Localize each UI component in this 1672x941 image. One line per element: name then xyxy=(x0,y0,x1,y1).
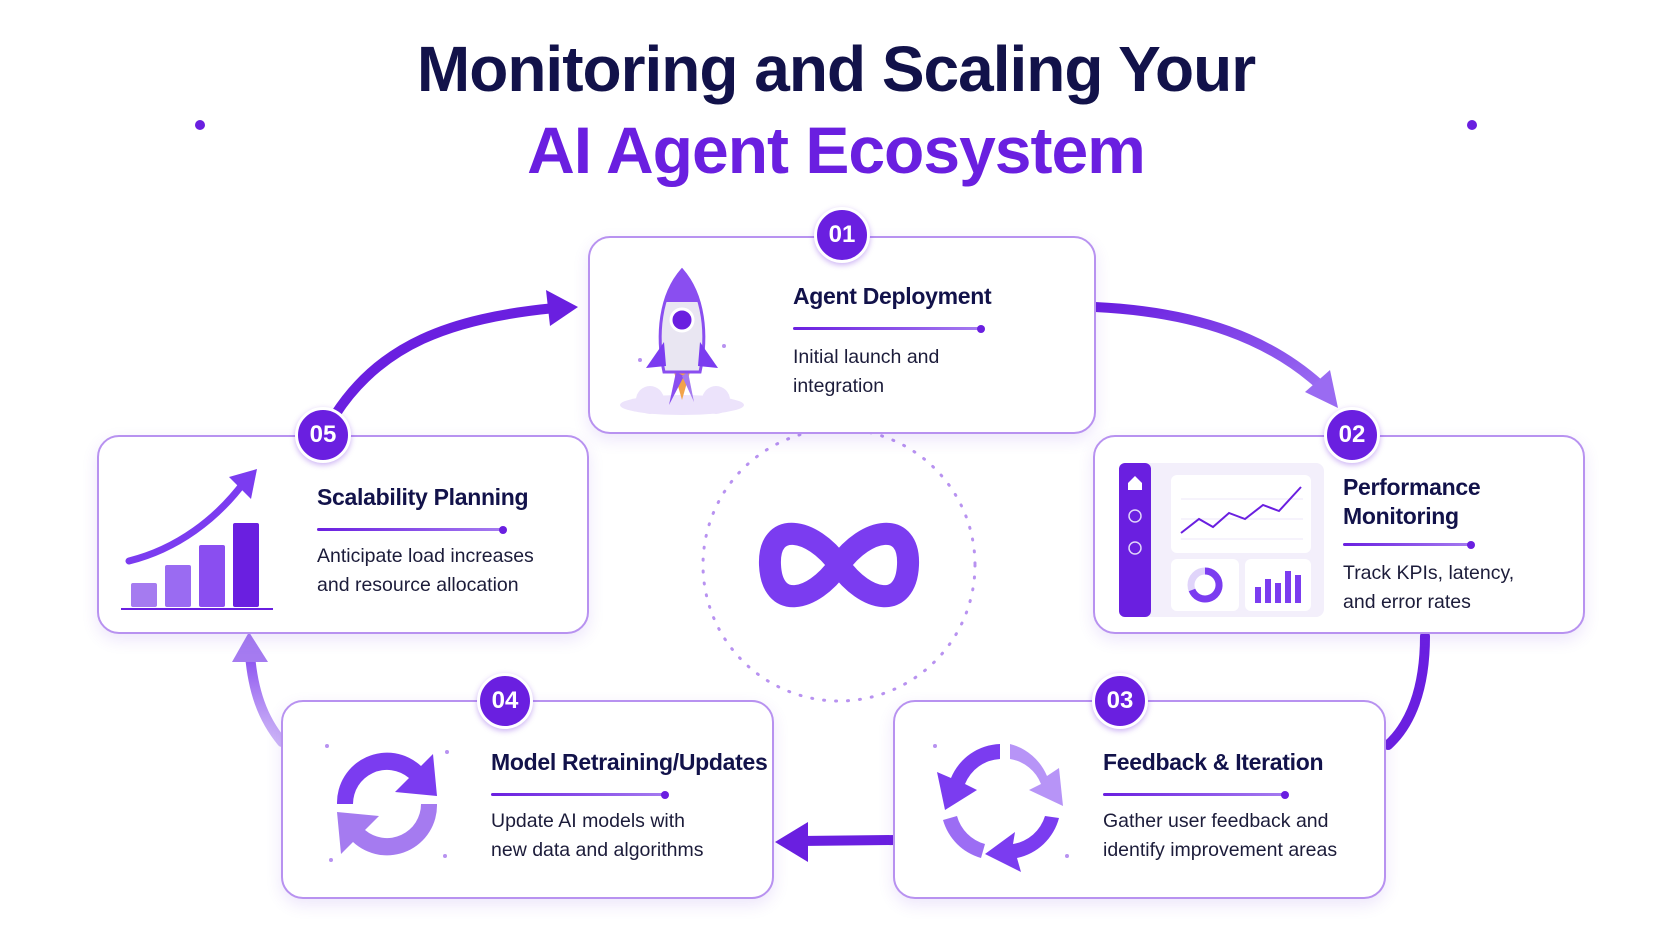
step-desc-line1: Anticipate load increases xyxy=(317,545,534,567)
step-card-01[interactable]: Agent Deployment Initial launch and inte… xyxy=(588,236,1096,434)
step-desc-line2: and resource allocation xyxy=(317,574,519,596)
step-title-rule xyxy=(317,525,507,534)
step-desc-line1: Update AI models with xyxy=(491,810,686,832)
step-badge-02: 02 xyxy=(1324,407,1380,463)
step-desc-line2: and error rates xyxy=(1343,591,1471,613)
step-badge-01: 01 xyxy=(814,207,870,263)
center-dotted-ring xyxy=(701,427,977,703)
step-title-rule xyxy=(793,324,985,333)
step-title: Agent Deployment xyxy=(793,283,992,309)
step-title-line1: Performance xyxy=(1343,474,1481,500)
step-title: Feedback & Iteration xyxy=(1103,749,1324,775)
step-desc-line2: integration xyxy=(793,375,885,397)
step-card-04[interactable]: Model Retraining/Updates Update AI model… xyxy=(281,700,774,899)
step-desc-line1: Track KPIs, latency, xyxy=(1343,562,1515,584)
arrow-02-to-03 xyxy=(1383,631,1430,750)
step-title: Scalability Planning xyxy=(317,484,529,510)
step-title-rule xyxy=(1103,790,1289,799)
step-card-02[interactable]: Performance Monitoring Track KPIs, laten… xyxy=(1093,435,1585,634)
step-title: Model Retraining/Updates xyxy=(491,749,768,775)
step-title-rule xyxy=(491,790,669,799)
title-right-rule xyxy=(1237,120,1477,130)
step-title-rule xyxy=(1343,540,1475,549)
step-title-line2: Monitoring xyxy=(1343,503,1459,529)
step-desc-line2: identify improvement areas xyxy=(1103,839,1338,861)
step-card-03[interactable]: Feedback & Iteration Gather user feedbac… xyxy=(893,700,1386,899)
arrow-03-to-04 xyxy=(775,822,900,862)
cycle-arrows-icon xyxy=(933,744,1069,872)
step-desc-line2: new data and algorithms xyxy=(491,839,704,861)
arrow-01-to-02 xyxy=(1090,302,1338,408)
refresh-icon xyxy=(325,744,449,862)
step-desc-line1: Initial launch and xyxy=(793,346,940,368)
title-left-rule xyxy=(195,120,435,130)
step-desc-line1: Gather user feedback and xyxy=(1103,810,1329,832)
infinity-icon xyxy=(759,522,919,608)
page-title-line2: AI Agent Ecosystem xyxy=(527,113,1146,187)
arrow-05-to-01 xyxy=(330,290,578,420)
arrow-04-to-05 xyxy=(232,632,287,747)
step-badge-03: 03 xyxy=(1092,673,1148,729)
page-title-line1: Monitoring and Scaling Your xyxy=(416,33,1256,105)
rocket-icon xyxy=(620,267,744,415)
dashboard-icon xyxy=(1119,463,1324,617)
growth-chart-icon xyxy=(121,469,273,610)
step-badge-05: 05 xyxy=(295,407,351,463)
step-card-05[interactable]: Scalability Planning Anticipate load inc… xyxy=(97,435,589,634)
step-badge-04: 04 xyxy=(477,673,533,729)
